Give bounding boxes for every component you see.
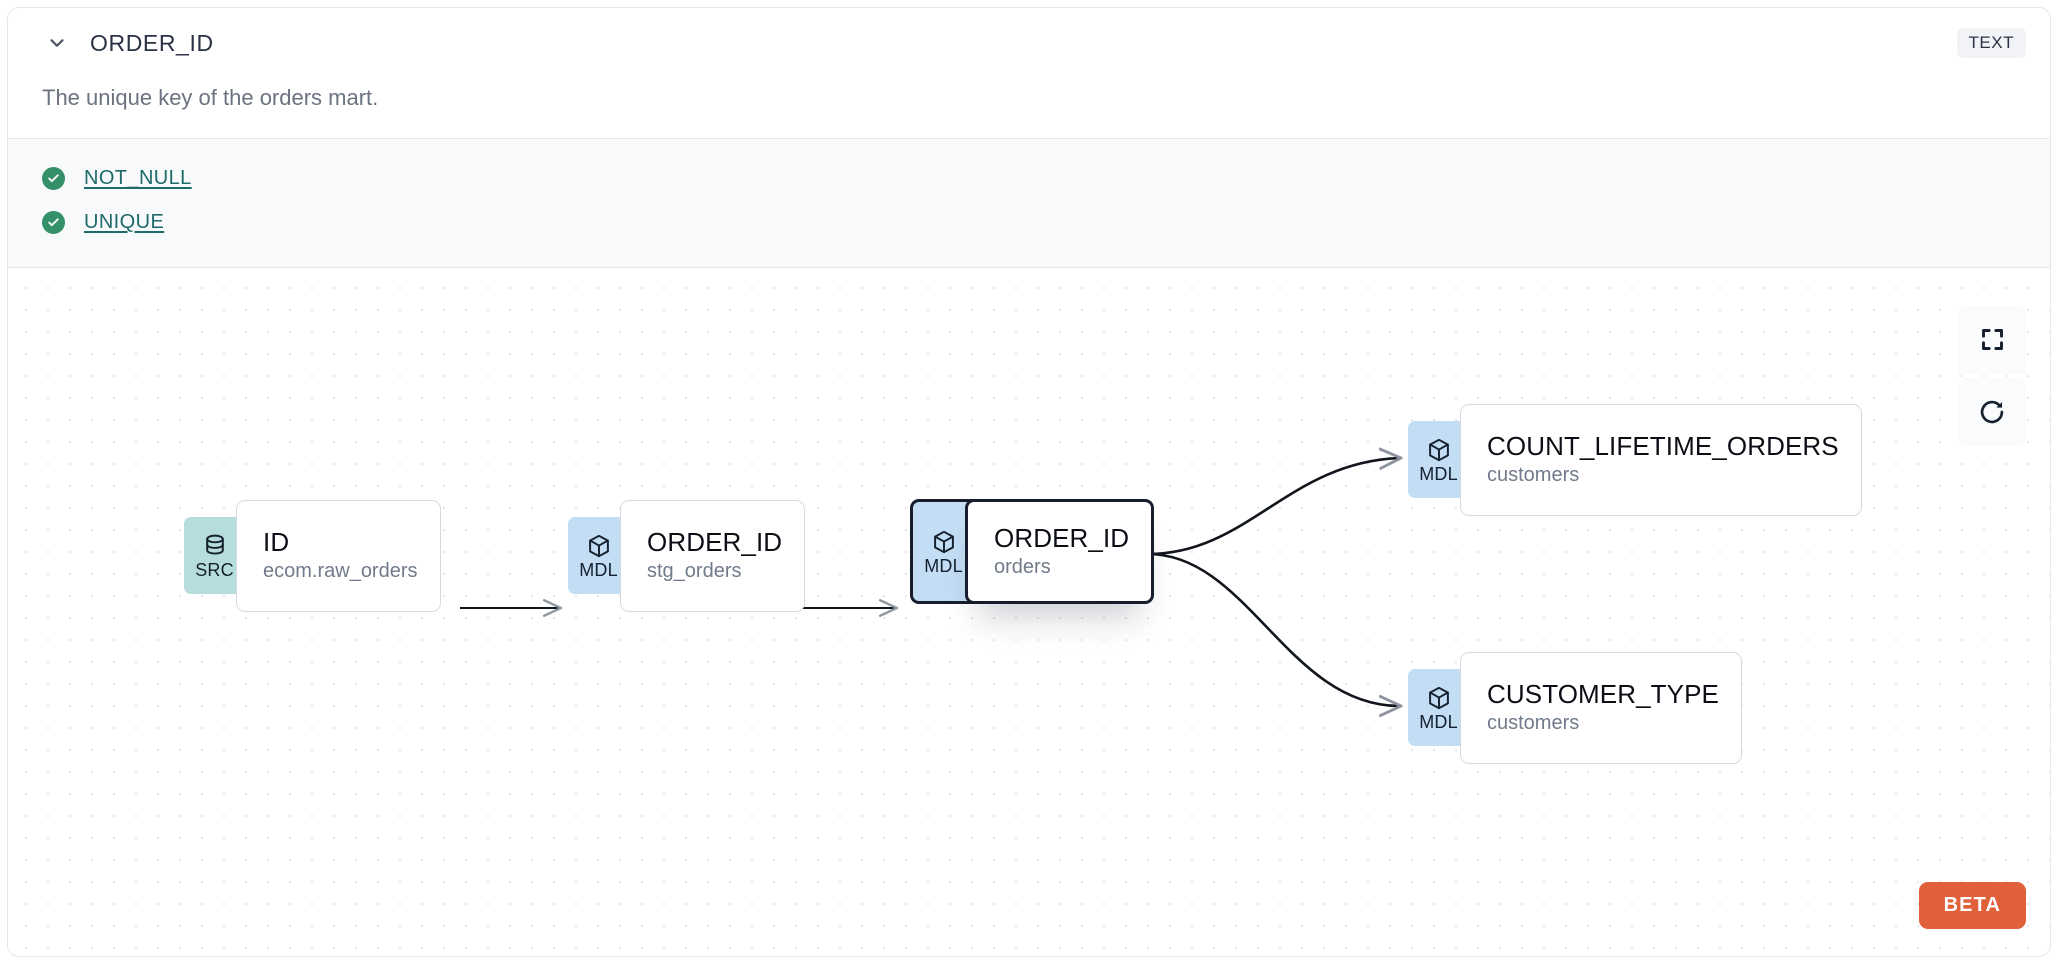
refresh-button[interactable] [1958,377,2026,446]
node-badge-mdl: MDL [1408,421,1469,498]
cube-icon [588,534,609,557]
node-resource: customers [1487,712,1580,735]
test-link-not-null[interactable]: NOT_NULL [84,167,192,189]
node-badge-mdl: MDL [910,499,974,604]
node-body: ID ecom.raw_orders [236,499,441,612]
node-badge-mdl: MDL [1408,669,1469,746]
lineage-node-count-lifetime-orders[interactable]: MDL COUNT_LIFETIME_ORDERS customers [1408,403,1862,516]
fullscreen-icon [1981,329,2003,350]
test-row: UNIQUE [42,201,2016,245]
node-body: ORDER_ID orders [965,499,1155,604]
check-circle-icon [42,211,65,234]
lineage-node-orders-order-id[interactable]: MDL ORDER_ID orders [910,496,1155,608]
lineage-canvas[interactable]: SRC ID ecom.raw_orders MDL ORDER_ID stg_… [8,267,2050,951]
chevron-down-icon[interactable] [42,28,72,58]
edge-orders-to-count [1147,458,1400,555]
node-badge-label: MDL [924,555,963,576]
column-header: ORDER_ID TEXT [8,8,2050,78]
cube-icon [1428,686,1449,709]
node-body: CUSTOMER_TYPE customers [1460,651,1742,764]
database-icon [205,534,224,555]
column-description: The unique key of the orders mart. [8,78,2050,138]
node-badge-label: MDL [1419,711,1458,732]
node-badge-src: SRC [184,517,245,594]
node-badge-label: SRC [195,559,234,580]
node-badge-label: MDL [579,559,618,580]
node-name: ORDER_ID [647,526,783,557]
node-badge-label: MDL [1419,463,1458,484]
canvas-controls [1958,305,2026,446]
refresh-icon [1980,400,2004,423]
node-badge-mdl: MDL [568,517,629,594]
node-name: ID [263,526,290,557]
node-resource: orders [994,556,1051,579]
lineage-node-src-id[interactable]: SRC ID ecom.raw_orders [184,499,441,612]
lineage-node-customer-type[interactable]: MDL CUSTOMER_TYPE customers [1408,651,1742,764]
node-name: CUSTOMER_TYPE [1487,678,1719,709]
cube-icon [1428,438,1449,461]
edge-orders-to-customer-type [1147,552,1400,706]
node-resource: customers [1487,464,1580,487]
fit-view-button[interactable] [1958,305,2026,374]
tests-section: NOT_NULL UNIQUE [8,137,2050,268]
page-title: ORDER_ID [90,29,214,56]
node-body: ORDER_ID stg_orders [620,499,806,612]
test-link-unique[interactable]: UNIQUE [84,211,165,233]
check-circle-icon [42,167,65,190]
data-type-badge: TEXT [1956,28,2026,58]
node-resource: stg_orders [647,560,742,583]
lineage-node-stg-order-id[interactable]: MDL ORDER_ID stg_orders [568,499,806,612]
test-row: NOT_NULL [42,157,2016,201]
node-name: ORDER_ID [994,522,1130,553]
cube-icon [933,530,954,553]
node-body: COUNT_LIFETIME_ORDERS customers [1460,403,1862,516]
beta-badge[interactable]: BETA [1918,881,2026,929]
node-name: COUNT_LIFETIME_ORDERS [1487,430,1839,461]
node-resource: ecom.raw_orders [263,560,418,583]
column-detail-card: ORDER_ID TEXT The unique key of the orde… [7,7,2051,957]
